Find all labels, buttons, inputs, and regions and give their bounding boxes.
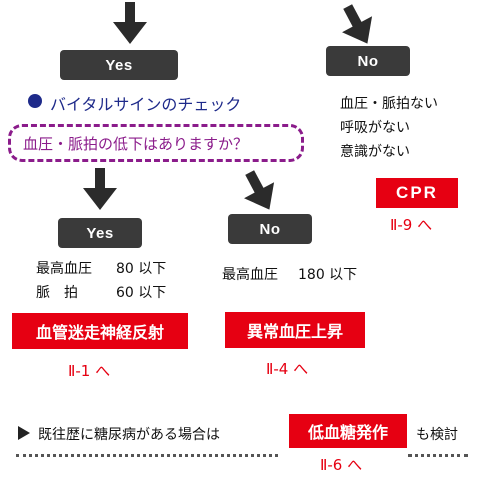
vasovagal-box: 血管迷走神経反射	[12, 313, 188, 349]
down-arrow-icon	[83, 168, 117, 210]
vasovagal-ref: Ⅱ-1 へ	[68, 362, 111, 380]
hypertension-box: 異常血圧上昇	[225, 312, 365, 348]
right-line-3: 意識がない	[340, 144, 410, 160]
sub-yes-value-1: 80 以下	[116, 261, 167, 277]
cpr-ref: Ⅱ-9 へ	[390, 216, 433, 234]
diagonal-arrow-icon	[244, 170, 275, 210]
heading-bullet	[28, 94, 42, 108]
triangle-bullet-icon	[18, 426, 30, 440]
yes-box-sub: Yes	[58, 218, 142, 248]
footer-suffix: も検討	[416, 427, 458, 443]
vital-sign-heading: バイタルサインのチェック	[50, 95, 242, 114]
no-box-sub: No	[228, 214, 312, 244]
yes-box: Yes	[60, 50, 178, 80]
down-arrow-icon	[113, 2, 147, 44]
right-line-2: 呼吸がない	[340, 120, 410, 136]
sub-no-label-1: 最高血圧	[222, 267, 278, 283]
footer-prefix: 既往歴に糖尿病がある場合は	[38, 427, 220, 443]
hypertension-ref: Ⅱ-4 へ	[266, 360, 309, 378]
diagonal-arrow-icon	[342, 4, 373, 44]
question-box: 血圧・脈拍の低下はありますか？	[8, 124, 304, 162]
sub-yes-label-2: 脈 拍	[36, 285, 78, 301]
sub-yes-value-2: 60 以下	[116, 285, 167, 301]
dotted-divider-right	[408, 454, 468, 457]
cpr-box: CPR	[376, 178, 458, 208]
hypoglycemia-ref: Ⅱ-6 へ	[320, 456, 363, 474]
sub-yes-label-1: 最高血圧	[36, 261, 92, 277]
no-box-right: No	[326, 46, 410, 76]
dotted-divider-left	[16, 454, 278, 457]
hypoglycemia-box: 低血糖発作	[289, 414, 407, 448]
sub-no-value-1: 180 以下	[298, 267, 358, 283]
right-line-1: 血圧・脈拍ない	[340, 96, 438, 112]
